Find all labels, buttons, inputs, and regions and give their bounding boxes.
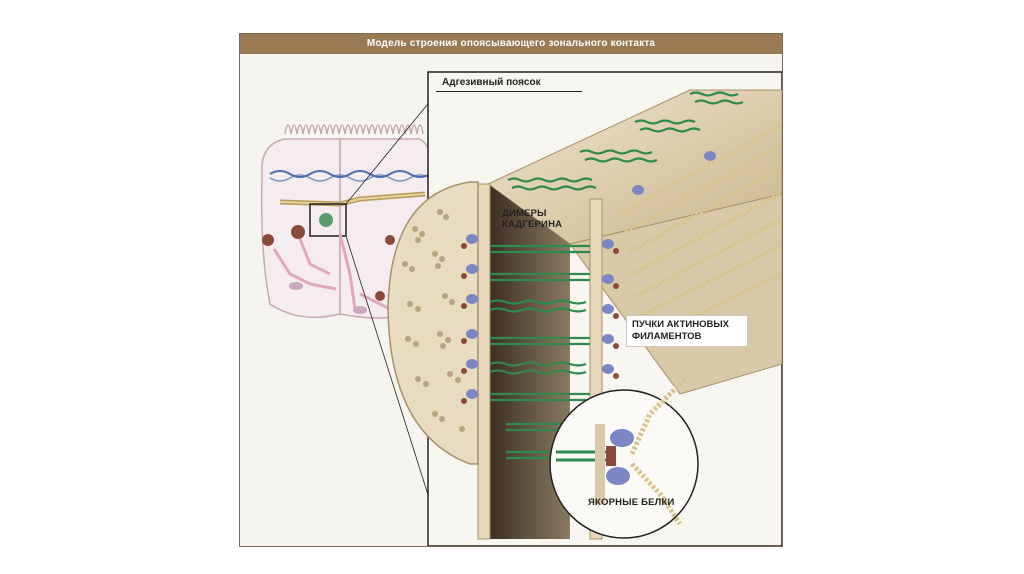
figure-header: Модель строения опоясывающего зонального…	[240, 34, 782, 54]
label-actin-bundles: ПУЧКИ АКТИНОВЫХ ФИЛАМЕНТОВ	[626, 315, 748, 347]
cadherin-strands-top	[507, 91, 744, 191]
figure-frame: Модель строения опоясывающего зонального…	[239, 33, 783, 547]
label-cadherin-dimers-line1: ДИМЕРЫ	[502, 208, 547, 219]
panel-title: Адгезивный поясок	[436, 74, 582, 92]
label-cadherin-dimers: ДИМЕРЫ КАДГЕРИНА	[502, 208, 562, 230]
label-anchor-proteins: ЯКОРНЫЕ БЕЛКИ	[588, 497, 675, 508]
label-cadherin-dimers-line2: КАДГЕРИНА	[502, 219, 563, 230]
diagram-illustration	[260, 71, 782, 546]
label-actin-bundles-line1: ПУЧКИ АКТИНОВЫХ	[632, 319, 729, 330]
label-actin-bundles-line2: ФИЛАМЕНТОВ	[632, 331, 702, 342]
actin-filament-bundles	[619, 124, 781, 336]
anchor-zoom-circle	[549, 377, 699, 539]
